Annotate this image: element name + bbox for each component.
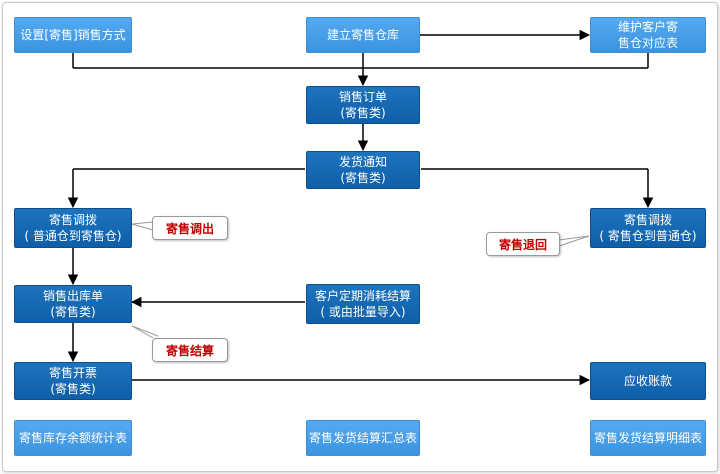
callout-transfer-out: 寄售调出 xyxy=(152,216,228,240)
transfer-right-label-2: ( 寄售仓到普通仓) xyxy=(599,229,697,243)
maintain-table-label-1: 维护客户寄 xyxy=(617,20,678,34)
callout-transfer-out-label: 寄售调出 xyxy=(165,221,214,236)
report-detail-box: 寄售发货结算明细表 xyxy=(590,420,706,456)
report-summary-box: 寄售发货结算汇总表 xyxy=(306,420,420,456)
create-warehouse-box: 建立寄售仓库 xyxy=(306,17,420,53)
outbound-box: 销售出库单 (寄售类) xyxy=(14,285,132,323)
set-sales-method-label: 设置[寄售]销售方式 xyxy=(20,28,126,42)
receivable-box: 应收账款 xyxy=(590,362,706,400)
delivery-notice-box: 发货通知 (寄售类) xyxy=(306,151,420,189)
transfer-left-label-2: ( 普通仓到寄售仓) xyxy=(24,229,122,243)
consume-settle-label-1: 客户定期消耗结算 xyxy=(314,289,411,303)
report-stock-label: 寄售库存余额统计表 xyxy=(18,431,127,445)
transfer-right-box: 寄售调拨 ( 寄售仓到普通仓) xyxy=(590,208,706,248)
transfer-left-label-1: 寄售调拨 xyxy=(48,213,97,227)
sales-order-label-2: (寄售类) xyxy=(340,106,386,120)
delivery-notice-label-1: 发货通知 xyxy=(338,155,387,169)
callout-settlement-label: 寄售结算 xyxy=(165,343,214,358)
transfer-right-label-1: 寄售调拨 xyxy=(623,213,672,227)
callout-return: 寄售退回 xyxy=(486,232,560,256)
callout-return-label: 寄售退回 xyxy=(498,237,547,252)
pointer-settlement xyxy=(131,325,159,339)
report-summary-label: 寄售发货结算汇总表 xyxy=(308,431,417,445)
create-warehouse-label: 建立寄售仓库 xyxy=(326,28,399,42)
sales-order-label-1: 销售订单 xyxy=(338,90,387,104)
sales-order-box: 销售订单 (寄售类) xyxy=(306,86,420,124)
delivery-notice-label-2: (寄售类) xyxy=(340,171,386,185)
outbound-label-2: (寄售类) xyxy=(50,305,96,319)
invoice-label-2: (寄售类) xyxy=(50,382,96,396)
callout-settlement: 寄售结算 xyxy=(152,338,228,362)
pointer-transfer-out xyxy=(131,221,154,231)
invoice-label-1: 寄售开票 xyxy=(48,366,97,380)
set-sales-method-box: 设置[寄售]销售方式 xyxy=(14,17,132,53)
transfer-left-box: 寄售调拨 ( 普通仓到寄售仓) xyxy=(14,208,132,248)
consume-settle-label-2: ( 或由批量导入) xyxy=(320,305,406,319)
maintain-table-label-2: 售仓对应表 xyxy=(617,36,678,50)
outbound-label-1: 销售出库单 xyxy=(42,289,103,303)
consume-settle-box: 客户定期消耗结算 ( 或由批量导入) xyxy=(306,284,420,324)
maintain-table-box: 维护客户寄 售仓对应表 xyxy=(590,17,706,53)
invoice-box: 寄售开票 (寄售类) xyxy=(14,362,132,400)
receivable-label: 应收账款 xyxy=(623,374,672,388)
report-stock-box: 寄售库存余额统计表 xyxy=(14,420,132,456)
report-detail-label: 寄售发货结算明细表 xyxy=(593,431,702,445)
pointer-return xyxy=(558,235,590,247)
